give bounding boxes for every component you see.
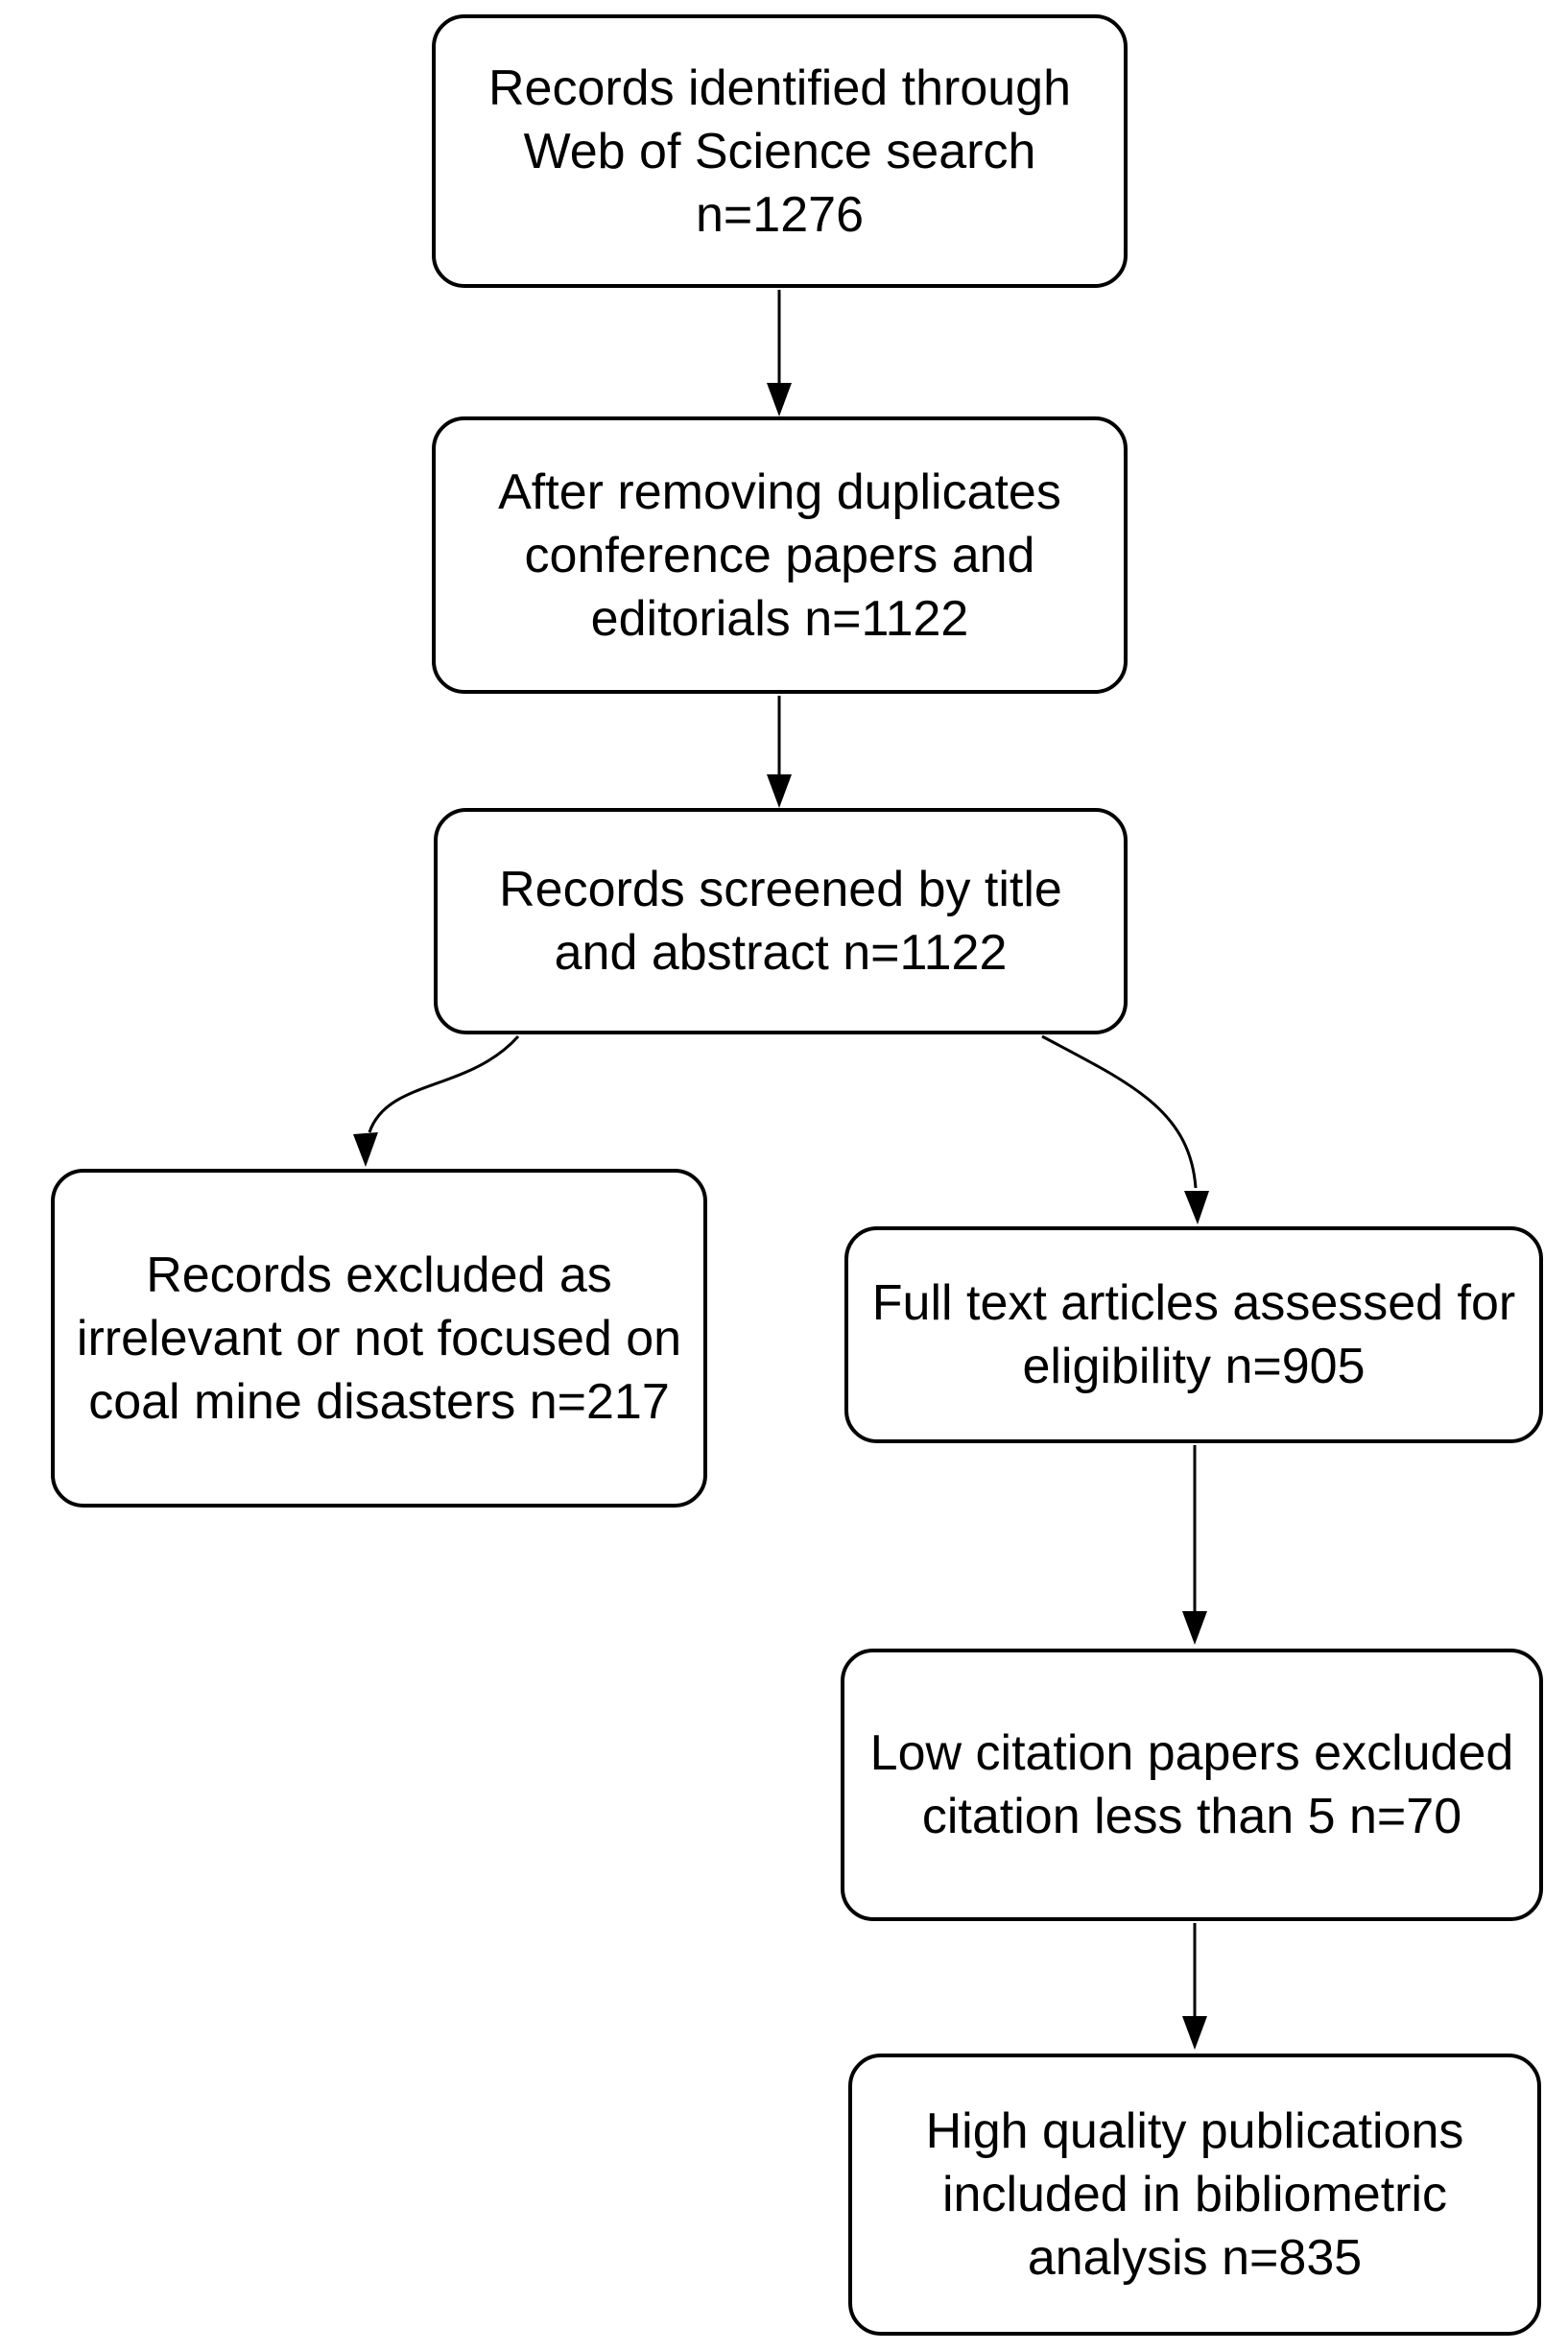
arrow-screened-to-fulltext [1041, 1034, 1209, 1224]
node-count-line: analysis n=835 [1027, 2230, 1363, 2286]
node-text-line: Low citation papers excluded [869, 1725, 1514, 1781]
node-text-line: included in bibliometric [941, 2167, 1448, 2222]
node-text-line: Records excluded as [146, 1247, 612, 1303]
node-records-identified: Records identified through Web of Scienc… [432, 14, 1128, 288]
node-text-line: After removing duplicates [498, 463, 1061, 520]
node-text-line: High quality publications [925, 2103, 1464, 2159]
node-count-line: editorials n=1122 [590, 590, 969, 647]
node-text-line: irrelevant or not focused on [76, 1310, 682, 1366]
arrow-lowcitation-to-highquality [1182, 1923, 1207, 2050]
node-duplicates-removed: After removing duplicates conference pap… [432, 416, 1128, 694]
node-count-line: and abstract n=1122 [554, 925, 1008, 981]
node-text-line: Web of Science search [523, 123, 1036, 179]
node-count-line: eligibility n=905 [1022, 1339, 1366, 1394]
arrow-fulltext-to-lowcitation [1182, 1445, 1207, 1645]
node-text-line: Records screened by title [499, 862, 1062, 917]
arrow-screened-to-excluded [353, 1034, 520, 1167]
node-records-excluded: Records excluded as irrelevant or not fo… [51, 1169, 707, 1508]
node-low-citation-excluded: Low citation papers excluded citation le… [841, 1649, 1543, 1921]
node-text-line: Full text articles assessed for [871, 1275, 1516, 1331]
node-full-text-assessed: Full text articles assessed for eligibil… [844, 1226, 1543, 1443]
node-count-line: citation less than 5 n=70 [921, 1789, 1462, 1844]
arrow-duplicates-to-screened [767, 696, 792, 808]
node-count-line: n=1276 [696, 186, 864, 243]
node-records-screened: Records screened by title and abstract n… [434, 808, 1128, 1034]
node-high-quality-included: High quality publications included in bi… [848, 2054, 1541, 2336]
node-text-line: Records identified through [487, 59, 1072, 116]
node-count-line: coal mine disasters n=217 [88, 1373, 670, 1430]
node-text-line: conference papers and [524, 527, 1035, 583]
arrow-identified-to-duplicates [767, 290, 792, 416]
